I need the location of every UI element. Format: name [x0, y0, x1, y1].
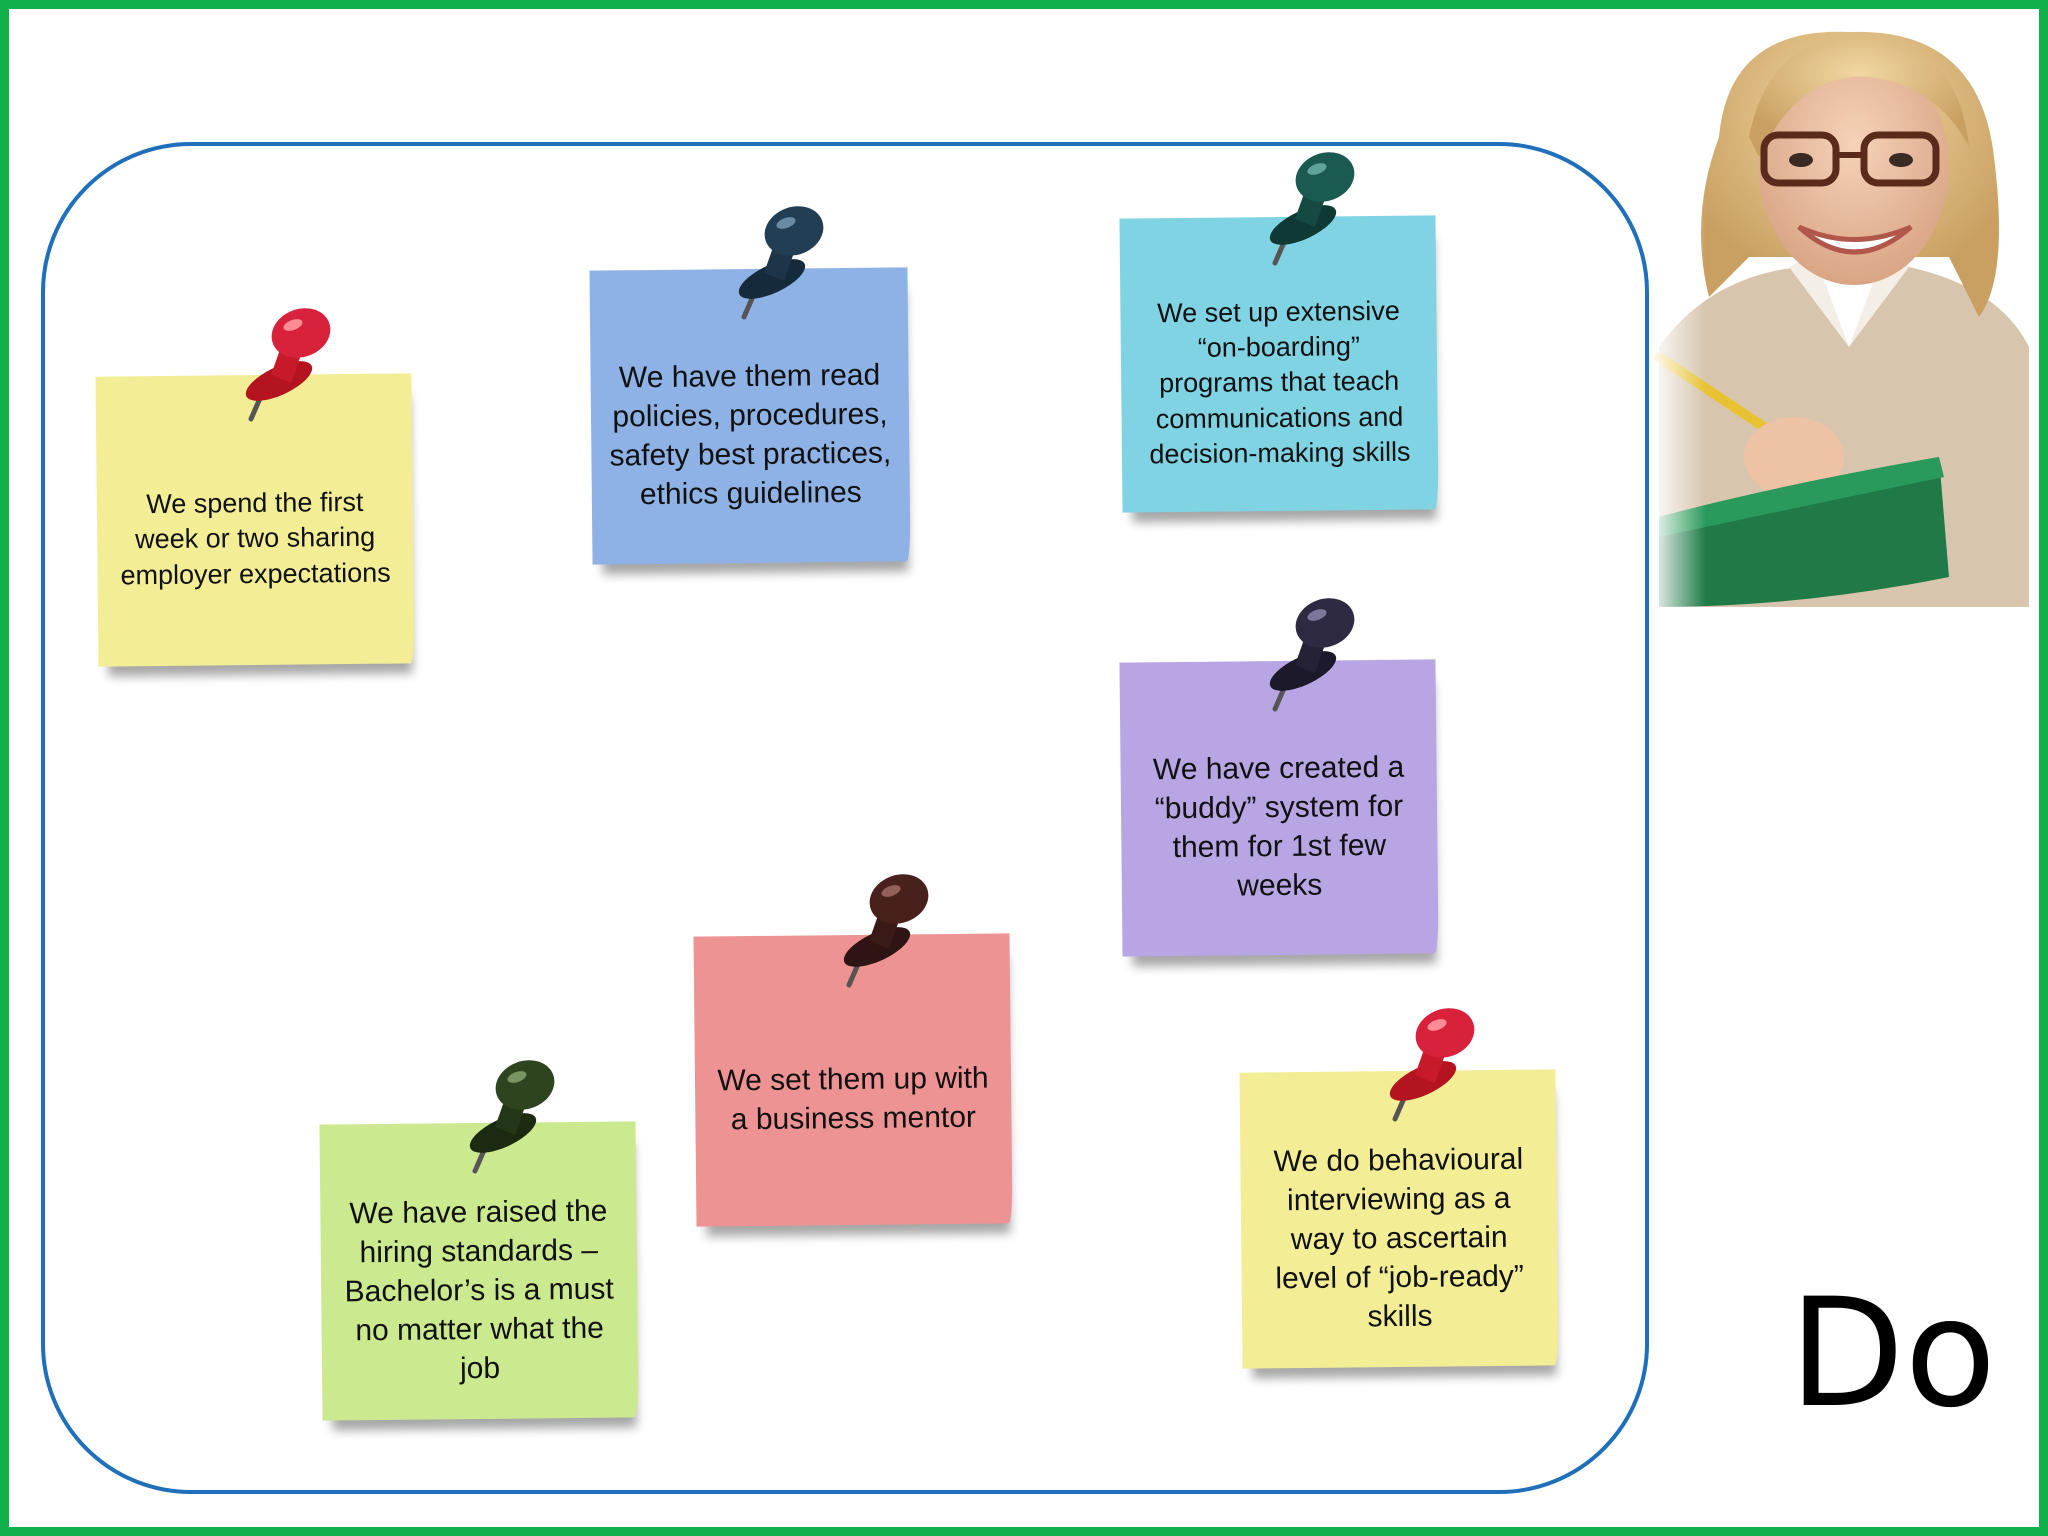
note-text: We set them up with a business mentor: [717, 1061, 989, 1137]
note-text: We do behavioural interviewing as a way …: [1273, 1142, 1524, 1333]
brown-pushpin-icon: [829, 869, 939, 989]
note-text: We set up extensive “on-boarding” progra…: [1149, 295, 1411, 470]
dark-purple-pushpin-icon: [1255, 593, 1365, 713]
red-pushpin-icon: [231, 303, 341, 423]
teal-pushpin-icon: [1255, 147, 1365, 267]
note-text: We have them read policies, procedures, …: [609, 358, 892, 512]
red-pushpin-icon: [1375, 1003, 1485, 1123]
note-text: We have created a “buddy” system for the…: [1152, 750, 1405, 903]
teacher-with-glasses-and-clipboard-photo: [1649, 17, 2029, 607]
navy-pushpin-icon: [724, 201, 834, 321]
dark-green-pushpin-icon: [455, 1055, 565, 1175]
note-text: We spend the first week or two sharing e…: [120, 487, 391, 590]
slide-label: Do: [1789, 1267, 1997, 1441]
note-text: We have raised the hiring standards – Ba…: [344, 1194, 614, 1385]
